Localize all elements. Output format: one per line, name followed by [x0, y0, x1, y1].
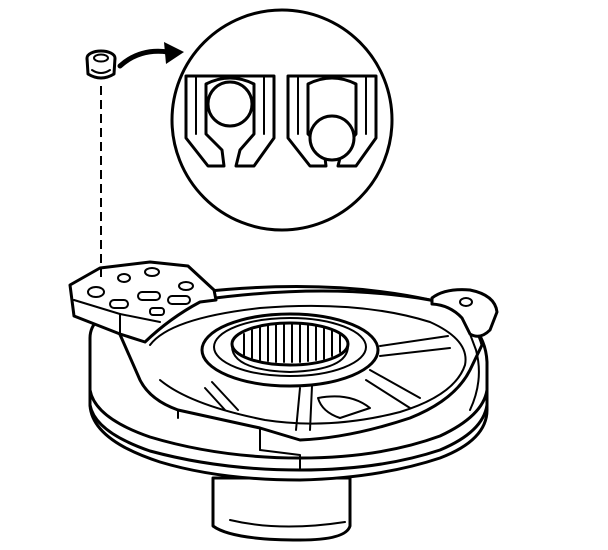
port-hole: [117, 273, 131, 283]
port-slot: [137, 291, 161, 301]
port-hole: [178, 281, 194, 291]
lower-hub: [211, 476, 352, 542]
pump-cover: [68, 260, 499, 542]
port-slot: [167, 295, 191, 305]
bearing-needles: [243, 322, 341, 363]
check-ball-valve: [85, 49, 117, 80]
mounting-lug-right: [430, 288, 499, 411]
port-hole: [87, 286, 105, 298]
port-slot: [149, 307, 165, 316]
check-ball-detail: [170, 8, 394, 232]
port-hole: [144, 267, 160, 277]
valve-closed-view: [286, 74, 378, 168]
center-bearing: [200, 312, 380, 388]
port-slot: [109, 299, 129, 309]
valve-body-pad: [68, 260, 218, 344]
valve-open-view: [184, 74, 276, 168]
arrow-icon: [117, 42, 184, 69]
